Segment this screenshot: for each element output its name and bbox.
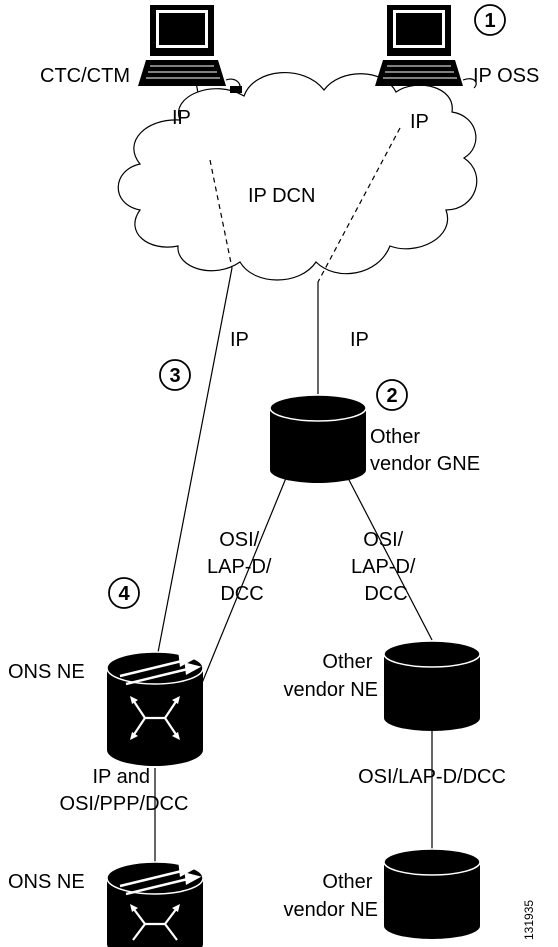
vne1-label: Other vendor NE bbox=[284, 651, 379, 701]
ons1-label: ONS NE bbox=[8, 661, 85, 683]
callout-4: 4 bbox=[108, 577, 140, 609]
callout-3-number: 3 bbox=[169, 365, 180, 387]
oss-workstation: IP OSS IP bbox=[375, 5, 539, 133]
cloud-icon bbox=[117, 71, 478, 281]
vne-link-label: OSI/LAP-D/DCC bbox=[358, 766, 506, 788]
ons-router-icon bbox=[106, 651, 204, 766]
ons2-label: ONS NE bbox=[8, 871, 85, 893]
callout-4-number: 4 bbox=[118, 583, 130, 605]
callout-2: 2 bbox=[376, 379, 408, 411]
right-ip-label: IP bbox=[350, 329, 369, 351]
ip-dcn-cloud: IP DCN bbox=[117, 71, 478, 283]
computer-icon bbox=[138, 5, 242, 93]
dashed-oss-path bbox=[317, 127, 401, 283]
callout-1: 1 bbox=[474, 4, 506, 36]
callout-3: 3 bbox=[159, 359, 191, 391]
vendor-ne-2: Other vendor NE bbox=[284, 848, 481, 939]
vne2-label: Other vendor NE bbox=[284, 871, 379, 921]
vendor-ne-1: Other vendor NE bbox=[284, 640, 481, 731]
cylinder-icon bbox=[383, 640, 481, 731]
oss-label: IP OSS bbox=[473, 65, 539, 87]
figure-id: 131935 bbox=[522, 900, 536, 940]
oss-ip-label: IP bbox=[410, 111, 429, 133]
ons-router-icon bbox=[106, 861, 204, 947]
cylinder-icon bbox=[383, 848, 481, 939]
dashed-ctc-path bbox=[209, 159, 233, 269]
ons-ne-2: ONS NE bbox=[8, 861, 204, 947]
gne-label: Other vendor GNE bbox=[370, 426, 480, 475]
link-gne-ons1 bbox=[201, 477, 287, 684]
ctc-ip-label: IP bbox=[172, 107, 191, 129]
link-cloud-ons1 bbox=[154, 267, 233, 669]
link-gne-vne1 bbox=[347, 477, 433, 641]
ctc-workstation: CTC/CTM IP bbox=[40, 5, 242, 129]
gne-right-link-label: OSI/ LAP-D/ DCC bbox=[351, 529, 421, 605]
gne-node: Other vendor GNE bbox=[269, 394, 480, 483]
ctc-label: CTC/CTM bbox=[40, 65, 130, 87]
cylinder-icon bbox=[269, 394, 367, 483]
dcn-label: IP DCN bbox=[248, 185, 315, 207]
ons-link-label: IP and OSI/PPP/DCC bbox=[60, 766, 189, 815]
callout-1-number: 1 bbox=[484, 10, 495, 32]
left-ip-label: IP bbox=[230, 329, 249, 351]
computer-icon bbox=[375, 5, 477, 89]
gne-left-link-label: OSI/ LAP-D/ DCC bbox=[207, 529, 277, 605]
ons-ne-1: ONS NE bbox=[8, 651, 204, 766]
callout-2-number: 2 bbox=[386, 385, 397, 407]
connections bbox=[154, 81, 433, 862]
